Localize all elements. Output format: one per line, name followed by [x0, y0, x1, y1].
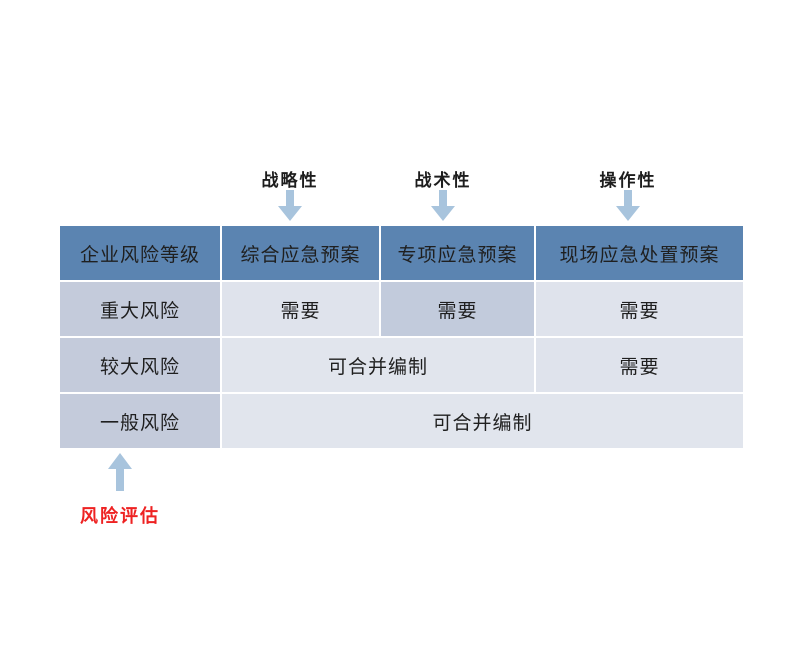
- arrow-down-icon: [614, 190, 642, 222]
- risk-plan-matrix-table: 企业风险等级 综合应急预案 专项应急预案 现场应急处置预案 重大风险 需要 需要…: [58, 224, 745, 450]
- annotation-label-strategic: 战略性: [261, 171, 319, 190]
- arrow-down-icon: [276, 190, 304, 222]
- annotation-label-tactical: 战术性: [414, 171, 472, 190]
- row-header-relatively-major-risk: 较大风险: [60, 338, 220, 392]
- table-row: 一般风险 可合并编制: [60, 394, 743, 448]
- row-header-general-risk: 一般风险: [60, 394, 220, 448]
- table-row: 较大风险 可合并编制 需要: [60, 338, 743, 392]
- cell-relatively-major-onsite: 需要: [536, 338, 743, 392]
- column-header-comprehensive-plan: 综合应急预案: [222, 226, 379, 280]
- arrow-down-icon: [429, 190, 457, 222]
- table-row: 重大风险 需要 需要 需要: [60, 282, 743, 336]
- column-header-onsite-plan: 现场应急处置预案: [536, 226, 743, 280]
- table-header-row: 企业风险等级 综合应急预案 专项应急预案 现场应急处置预案: [60, 226, 743, 280]
- column-header-special-plan: 专项应急预案: [381, 226, 534, 280]
- cell-general-merged: 可合并编制: [222, 394, 743, 448]
- arrow-up-icon: [106, 452, 134, 492]
- row-header-major-risk: 重大风险: [60, 282, 220, 336]
- cell-major-onsite: 需要: [536, 282, 743, 336]
- annotation-label-risk-assessment: 风险评估: [80, 506, 160, 526]
- cell-relatively-major-merged: 可合并编制: [222, 338, 534, 392]
- cell-major-comprehensive: 需要: [222, 282, 379, 336]
- column-header-risk-level: 企业风险等级: [60, 226, 220, 280]
- cell-major-special: 需要: [381, 282, 534, 336]
- annotation-label-operational: 操作性: [599, 171, 657, 190]
